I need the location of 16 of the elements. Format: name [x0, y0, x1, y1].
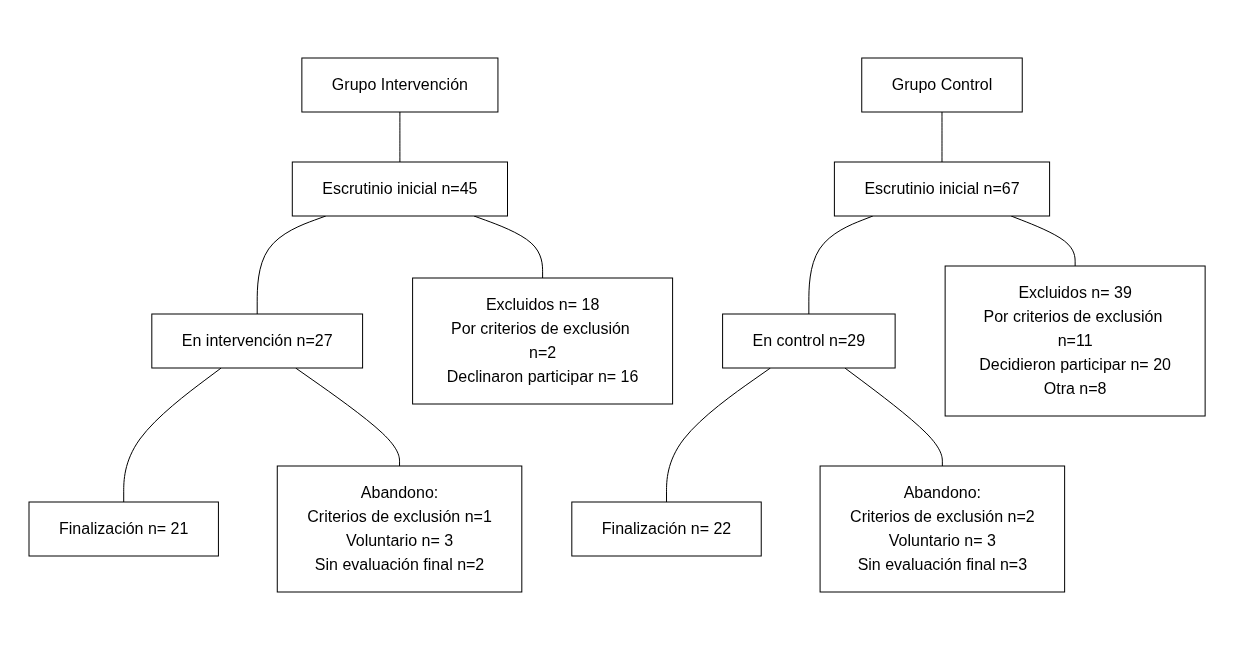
node-box: Finalización n= 21 — [28, 501, 220, 557]
connector — [844, 367, 944, 467]
connector — [941, 111, 943, 163]
node-box: Grupo Intervención — [301, 57, 499, 113]
node-box: Excluidos n= 18 Por criterios de exclusión n=2 Declinaron participar n= 16 — [412, 277, 674, 405]
connector — [295, 367, 401, 467]
connector — [399, 111, 401, 163]
node-box: En intervención n=27 — [151, 313, 364, 369]
node-box: Abandono: Criterios de exclusión n=1 Voluntario n= 3 Sin evaluación final n=2 — [277, 465, 523, 593]
node-box: En control n=29 — [722, 313, 897, 369]
node-box: Escrutinio inicial n=45 — [292, 161, 509, 217]
node-box: Grupo Control — [861, 57, 1024, 113]
node-box: Excluidos n= 39 Por criterios de exclusión n=11 Decidieron participar n= 20 Otra n=8 — [945, 265, 1207, 417]
node-box: Escrutinio inicial n=67 — [834, 161, 1051, 217]
node-box: Finalización n= 22 — [571, 501, 763, 557]
node-box: Abandono: Criterios de exclusión n=2 Voluntario n= 3 Sin evaluación final n=3 — [820, 465, 1066, 593]
